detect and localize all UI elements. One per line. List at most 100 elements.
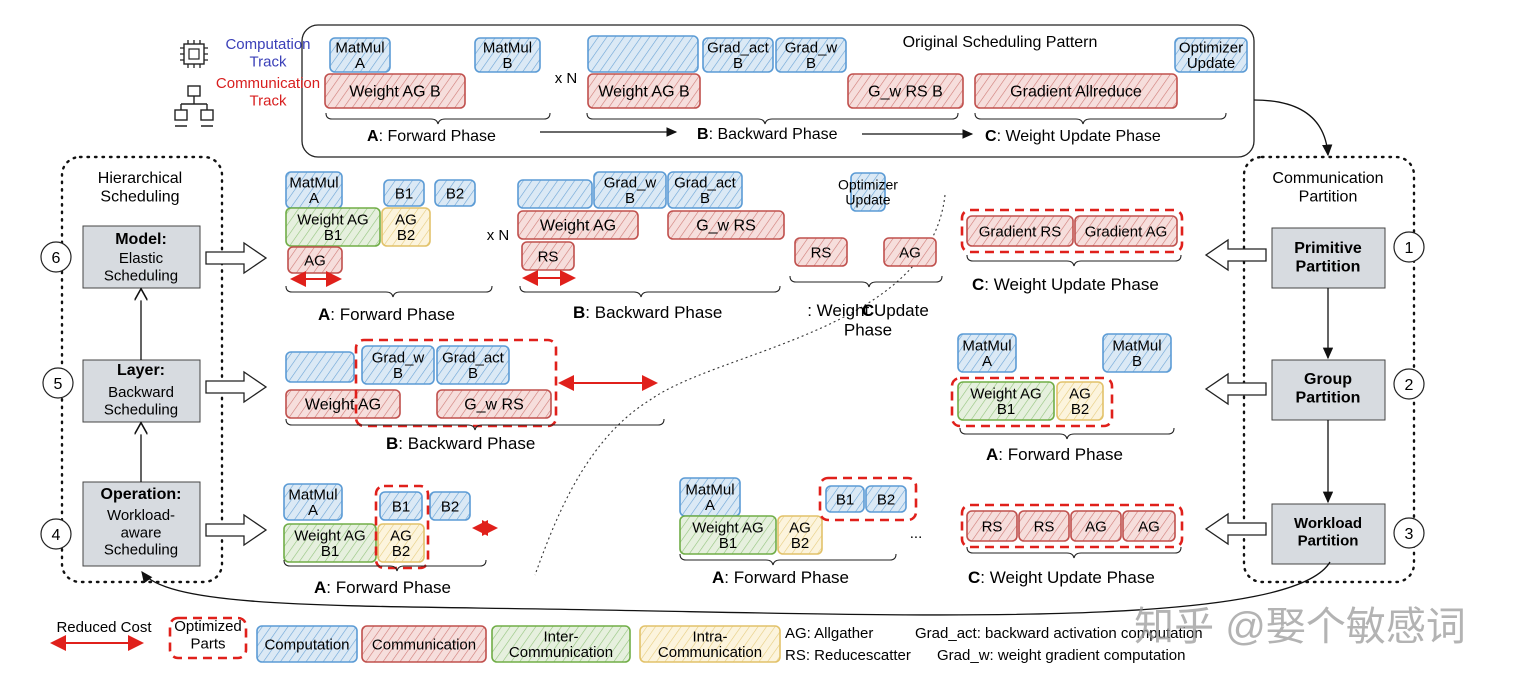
top-gw-rs-block: G_w RS B [847, 73, 964, 109]
top-gradient-allreduce-block: Gradient Allreduce [974, 73, 1178, 109]
model-phase-b: B: Backward Phase [573, 303, 722, 322]
primitive-phase-c: C: Weight Update Phase [972, 275, 1159, 294]
legend-grad-w-def: Grad_w: weight gradient computation [937, 647, 1185, 664]
top-phase-c-label: C: Weight Update Phase [985, 128, 1161, 145]
legend-communication-swatch-label: Communication [372, 636, 476, 653]
network-icon [174, 85, 214, 127]
workload-rs2-block-label: RS [1034, 518, 1055, 535]
model-rs-block: RS [521, 241, 575, 271]
legend-grad-act-def: Grad_act: backward activation computatio… [915, 625, 1203, 642]
step-6-circle: 6 [40, 241, 72, 273]
chip-icon [180, 40, 208, 68]
watermark: 知乎 @娶个敏感词 [1134, 605, 1466, 649]
workload-ag2-block: AG [1122, 510, 1176, 542]
layer-weight-ag-block: Weight AG [285, 389, 401, 419]
op-b1-block-label: B1 [392, 498, 410, 515]
brace-top-c [974, 112, 1227, 125]
top-weight-ag-block-label: Weight AG B [349, 84, 440, 101]
workload-ellipsis: ... [910, 525, 923, 542]
top-gradient-allreduce-block-label: Gradient Allreduce [1010, 84, 1142, 101]
layer-gw-rs-block: G_w RS [436, 389, 552, 419]
top-phase-b-label: B: Backward Phase [697, 126, 838, 143]
primitive-gradient-ag-block-label: Gradient AG [1085, 223, 1168, 240]
opt-layer [354, 338, 558, 428]
layer-title: Layer: [117, 362, 165, 379]
primitive-gradient-rs-block: Gradient RS [966, 215, 1074, 247]
workload-ag1-block-label: AG [1085, 518, 1107, 535]
step-2-circle: 2 [1393, 368, 1425, 400]
legend-ag-def: AG: Allgather [785, 625, 873, 642]
op-to-row-arrow [205, 513, 268, 547]
workload-rs2-block: RS [1018, 510, 1070, 542]
model-ag-block-label: AG [304, 252, 326, 269]
top-backward-compute-block [587, 35, 699, 73]
legend-computation-swatch: Computation [256, 625, 358, 663]
reduced-cost-arrows [50, 270, 658, 651]
op-b2-block-label: B2 [441, 498, 459, 515]
model-ag2-block-label: AG [899, 244, 921, 261]
legend-inter-swatch: Inter-Communication [491, 625, 631, 663]
workload-phase-c: C: Weight Update Phase [968, 568, 1155, 587]
model-b1-block-label: B1 [395, 185, 413, 202]
model-title: Model: [115, 231, 167, 248]
model-b2-block-label: B2 [446, 185, 464, 202]
model-backward-compute-block [517, 179, 593, 209]
model-rs-block-label: RS [538, 248, 559, 265]
hollow-arrows [205, 238, 1267, 547]
opt-workload-fwd [818, 476, 918, 522]
workload-b1-block: B1 [825, 485, 865, 513]
opt-op [374, 484, 430, 570]
top-weight-ag-b2-block: Weight AG B [587, 73, 701, 109]
step-4-circle: 4 [40, 518, 72, 550]
svg-text:4: 4 [52, 527, 61, 544]
svg-text:2: 2 [1405, 377, 1414, 394]
row-braces [283, 254, 1182, 572]
workload-b1-block-label: B1 [836, 491, 854, 508]
workload-phase-a: A: Forward Phase [712, 568, 849, 587]
workload-rs1-block-label: RS [982, 518, 1003, 535]
legend-intra-swatch-label: Intra-Communication [658, 628, 762, 661]
primitive-gradient-ag-block: Gradient AG [1074, 215, 1178, 247]
model-to-row-arrow [205, 241, 268, 275]
opt-group [950, 376, 1114, 428]
workload-rs1-block: RS [966, 510, 1018, 542]
workload-ag2-block-label: AG [1138, 518, 1160, 535]
brace-top-a [325, 112, 551, 125]
opt-workload-wu [960, 503, 1184, 549]
